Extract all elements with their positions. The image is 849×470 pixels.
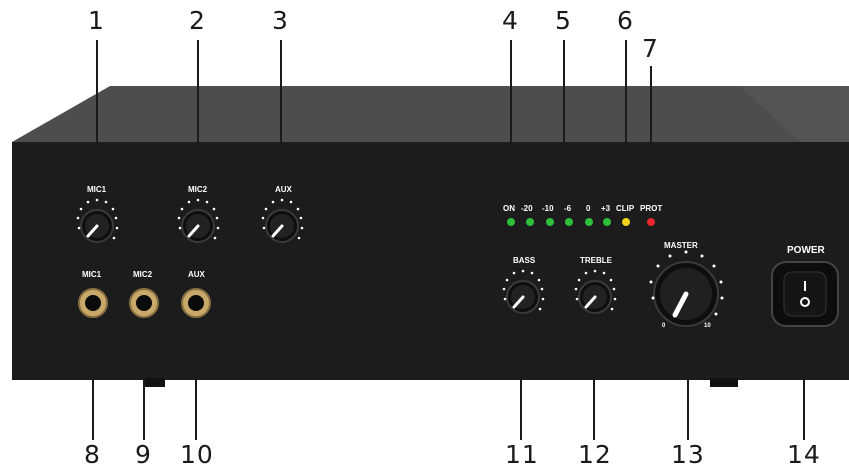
callout-2: 2 xyxy=(189,6,206,35)
label-mic1-volume: MIC1 xyxy=(87,185,107,194)
meter-label-prot: PROT xyxy=(640,204,663,213)
callout-14: 14 xyxy=(787,440,821,469)
label-bass: BASS xyxy=(513,256,536,265)
chassis-top-highlight xyxy=(740,86,849,142)
label-mic1-jack: MIC1 xyxy=(82,270,102,279)
led-minus6 xyxy=(565,218,573,226)
label-master: MASTER xyxy=(664,241,698,250)
led-prot xyxy=(647,218,655,226)
callout-13: 13 xyxy=(671,440,705,469)
label-aux-jack: AUX xyxy=(188,270,205,279)
label-treble: TREBLE xyxy=(580,256,612,265)
scale-dots xyxy=(76,198,724,316)
callout-12: 12 xyxy=(578,440,612,469)
jack-mic1 xyxy=(78,288,108,318)
front-panel xyxy=(12,142,849,380)
foot-right xyxy=(710,378,738,387)
callout-7: 7 xyxy=(642,34,659,63)
callout-4: 4 xyxy=(502,6,519,35)
meter-label-on: ON xyxy=(503,204,515,213)
meter-label-minus6: -6 xyxy=(564,204,572,213)
led-minus20 xyxy=(526,218,534,226)
jack-aux xyxy=(181,288,211,318)
master-scale-max: 10 xyxy=(704,323,711,329)
meter-label-minus20: -20 xyxy=(521,204,533,213)
knob-aux xyxy=(265,209,299,243)
led-row xyxy=(507,218,655,226)
chassis-top xyxy=(12,86,849,142)
meter-label-zero: 0 xyxy=(586,204,591,213)
knob-treble xyxy=(578,280,612,314)
callout-11: 11 xyxy=(505,440,539,469)
label-aux-volume: AUX xyxy=(275,185,292,194)
foot-left xyxy=(143,378,165,387)
knob-mic1 xyxy=(80,209,114,243)
callout-1: 1 xyxy=(88,6,105,35)
callout-6: 6 xyxy=(617,6,634,35)
led-on xyxy=(507,218,515,226)
callout-3: 3 xyxy=(272,6,289,35)
callout-8: 8 xyxy=(84,440,101,469)
master-scale-min: 0 xyxy=(662,323,666,329)
led-minus10 xyxy=(546,218,554,226)
knob-mic2 xyxy=(181,209,215,243)
meter-label-clip: CLIP xyxy=(616,204,635,213)
led-plus3 xyxy=(603,218,611,226)
meter-label-plus3: +3 xyxy=(601,204,611,213)
power-switch xyxy=(771,261,839,327)
knob-master xyxy=(653,261,719,327)
callout-10: 10 xyxy=(180,440,214,469)
callout-5: 5 xyxy=(555,6,572,35)
led-zero xyxy=(585,218,593,226)
led-clip xyxy=(622,218,630,226)
label-power: POWER xyxy=(787,245,825,256)
label-mic2-volume: MIC2 xyxy=(188,185,208,194)
leader-lines xyxy=(92,40,805,440)
jack-mic2 xyxy=(129,288,159,318)
callout-9: 9 xyxy=(135,440,152,469)
meter-label-minus10: -10 xyxy=(542,204,554,213)
knob-bass xyxy=(506,280,540,314)
label-mic2-jack: MIC2 xyxy=(133,270,153,279)
